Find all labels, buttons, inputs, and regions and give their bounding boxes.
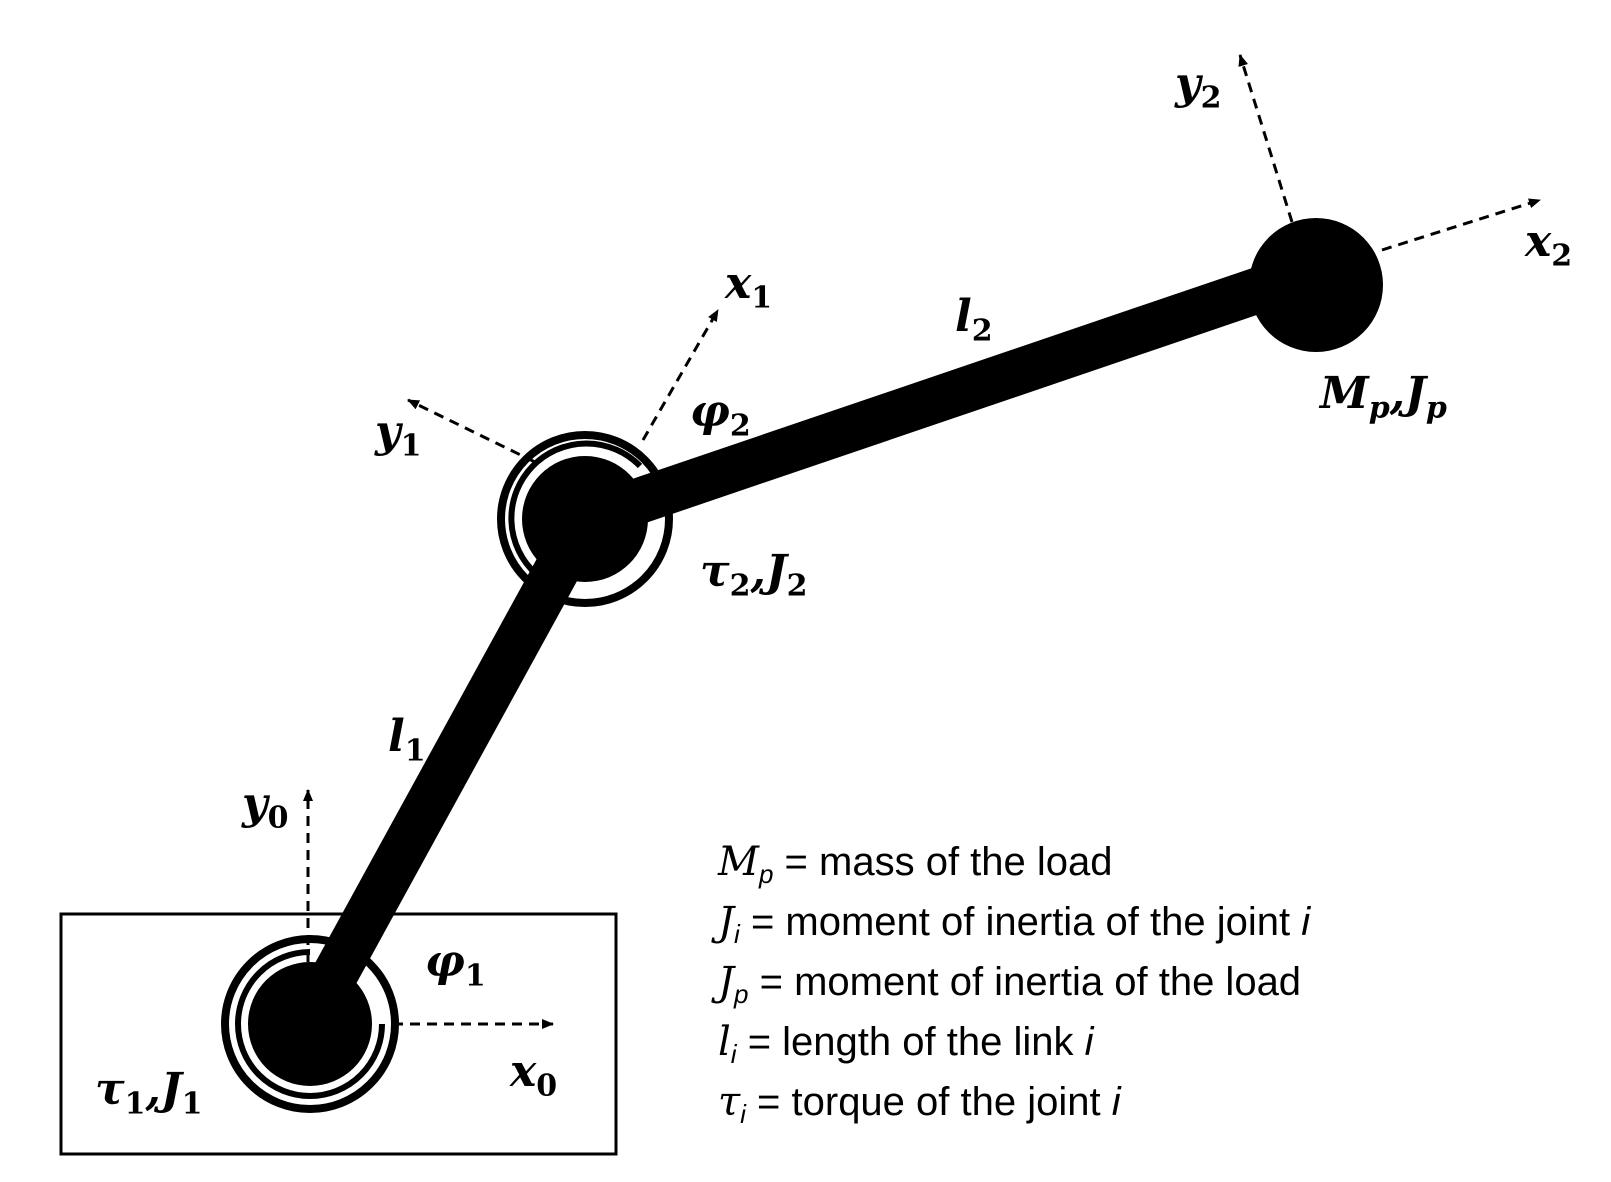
legend-row-torque: τi = torque of the joint i bbox=[718, 1079, 1121, 1129]
label-tau1-J1: τ1,J1 bbox=[95, 1064, 203, 1122]
base-frame bbox=[59, 912, 618, 1156]
label-x0: x0 bbox=[510, 1046, 558, 1104]
label-y0: y0 bbox=[242, 778, 289, 836]
label-link-1-length: l1 bbox=[388, 711, 426, 769]
label-x2: x2 bbox=[1525, 216, 1573, 274]
label-phi2: φ2 bbox=[690, 386, 751, 444]
joint-2-hub bbox=[522, 456, 648, 582]
axis-x1-arrow bbox=[641, 309, 720, 441]
axis-x2-arrow bbox=[1381, 198, 1541, 252]
legend-row-load-inertia: Jp = moment of inertia of the load bbox=[718, 959, 1302, 1009]
label-Mp-Jp: Mp,Jp bbox=[1320, 368, 1447, 426]
legend: Mp = mass of the load Ji = moment of ine… bbox=[718, 832, 1310, 1132]
label-y2: y2 bbox=[1175, 58, 1222, 116]
joint-1-torque-arc bbox=[235, 949, 385, 1099]
label-x1: x1 bbox=[725, 258, 773, 316]
label-phi1: φ1 bbox=[425, 936, 486, 994]
link-2 bbox=[578, 254, 1308, 541]
payload-mass bbox=[1249, 218, 1383, 352]
joint-1-hub bbox=[248, 962, 372, 1086]
legend-row-joint-inertia: Ji = moment of inertia of the joint i bbox=[718, 899, 1311, 949]
joint-1-outer-ring bbox=[221, 935, 399, 1113]
legend-row-mass: Mp = mass of the load bbox=[718, 839, 1113, 889]
link-1 bbox=[289, 545, 585, 1032]
legend-row-link-length: li = length of the link i bbox=[718, 1019, 1094, 1069]
label-tau2-J2: τ2,J2 bbox=[700, 546, 808, 604]
joint-2-torque-arc bbox=[508, 440, 643, 577]
label-y1: y1 bbox=[375, 406, 422, 464]
joint-2-outer-ring bbox=[497, 431, 673, 607]
axis-y2-arrow bbox=[1238, 54, 1294, 223]
label-link-2-length: l2 bbox=[955, 291, 993, 349]
axis-y1-arrow bbox=[407, 398, 536, 464]
